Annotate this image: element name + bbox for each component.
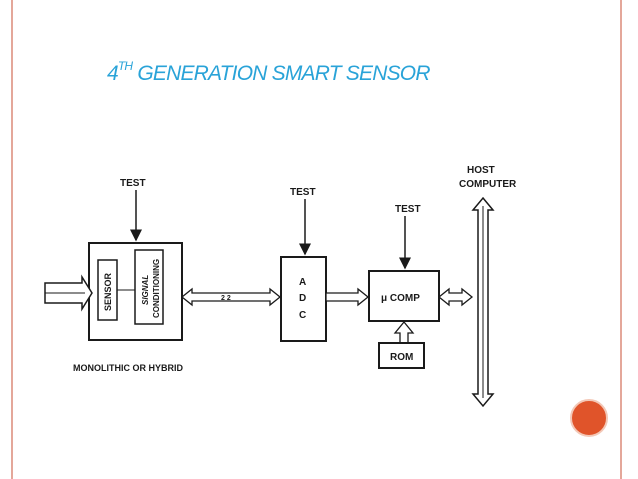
- rom-label: ROM: [390, 352, 413, 363]
- slide-border-left: [11, 0, 13, 479]
- signal-label: SIGNAL: [141, 275, 150, 305]
- monolithic-label: MONOLITHIC OR HYBRID: [73, 363, 183, 373]
- bus-mark: 2 2: [221, 295, 231, 302]
- slide-title: 4TH GENERATION SMART SENSOR: [107, 59, 431, 86]
- adc-to-mucomp-arrow: [325, 287, 370, 307]
- adc-d-label: D: [299, 293, 306, 304]
- host-label-line2: COMPUTER: [459, 179, 517, 190]
- adc-a-label: A: [299, 277, 306, 288]
- bus-arrow-1: [180, 287, 282, 307]
- conditioning-label: CONDITIONING: [152, 259, 161, 318]
- test-label-1: TEST: [120, 178, 146, 189]
- title-superscript: TH: [117, 59, 133, 73]
- sensor-label: SENSOR: [103, 272, 113, 311]
- test-label-2: TEST: [290, 187, 316, 198]
- accent-dot: [570, 399, 608, 437]
- title-text: GENERATION SMART SENSOR: [132, 62, 430, 85]
- host-label-line1: HOST: [467, 165, 495, 176]
- slide-border-right: [620, 0, 622, 479]
- signal-conditioning-box: [134, 249, 164, 325]
- test-label-3: TEST: [395, 204, 421, 215]
- rom-box: [378, 342, 425, 369]
- rom-arrow: [393, 320, 415, 344]
- adc-c-label: C: [299, 310, 306, 321]
- mucomp-to-host-arrow: [437, 287, 474, 307]
- mucomp-label: μ COMP: [381, 293, 420, 304]
- title-number: 4: [107, 62, 119, 85]
